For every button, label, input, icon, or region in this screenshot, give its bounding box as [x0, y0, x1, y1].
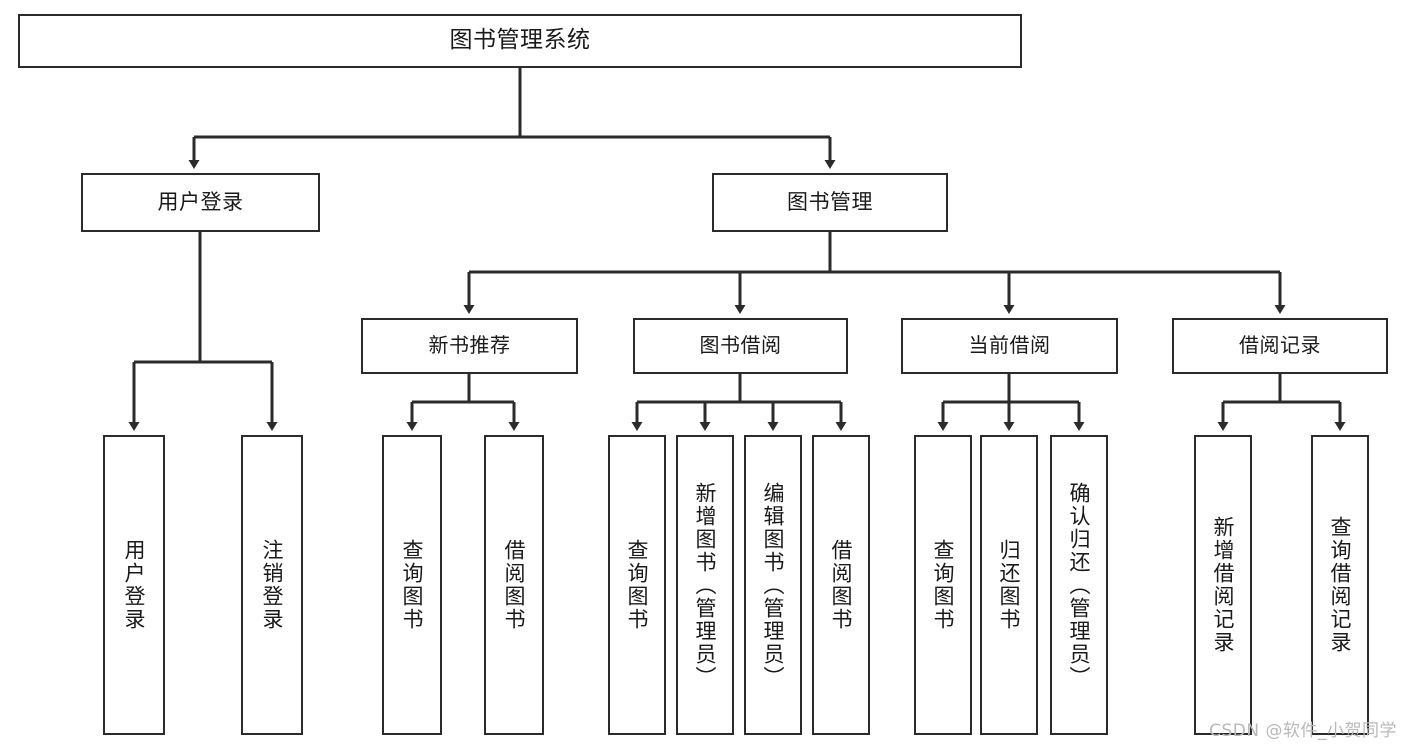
leaf-current-confirm-return-admin[interactable]: 确认归还（管理员） [1050, 435, 1108, 735]
node-label: 查询图书 [931, 539, 956, 631]
node-label: 查询图书 [625, 539, 650, 631]
node-user-login[interactable]: 用户登录 [81, 173, 320, 232]
leaf-borrow-borrow-book[interactable]: 借阅图书 [812, 435, 870, 735]
leaf-user-login-logout[interactable]: 注销登录 [241, 435, 303, 735]
leaf-record-add-record[interactable]: 新增借阅记录 [1194, 435, 1252, 735]
node-label: 新增借阅记录 [1211, 516, 1236, 654]
node-current-borrow[interactable]: 当前借阅 [901, 318, 1118, 374]
node-new-book-recommend[interactable]: 新书推荐 [361, 318, 578, 374]
leaf-record-query-record[interactable]: 查询借阅记录 [1311, 435, 1369, 735]
leaf-user-login-login[interactable]: 用户登录 [103, 435, 165, 735]
node-label: 用户登录 [122, 539, 147, 631]
node-label: 图书借阅 [699, 333, 782, 358]
node-label: 确认归还（管理员） [1067, 481, 1092, 689]
node-label: 借阅记录 [1239, 333, 1321, 358]
leaf-current-return-book[interactable]: 归还图书 [980, 435, 1038, 735]
node-book-borrow[interactable]: 图书借阅 [633, 318, 848, 374]
csdn-watermark: CSDN @软件_小贺同学 [1209, 721, 1397, 741]
node-root-system[interactable]: 图书管理系统 [18, 14, 1022, 68]
node-label: 借阅图书 [829, 539, 854, 631]
node-label: 当前借阅 [968, 333, 1051, 358]
node-label: 注销登录 [260, 539, 285, 631]
node-borrow-record[interactable]: 借阅记录 [1172, 318, 1388, 374]
leaf-borrow-add-book-admin[interactable]: 新增图书（管理员） [676, 435, 734, 735]
node-label: 新增图书（管理员） [693, 481, 718, 689]
leaf-new-book-query[interactable]: 查询图书 [382, 435, 442, 735]
node-label: 借阅图书 [502, 539, 527, 631]
node-label: 新书推荐 [428, 333, 511, 358]
node-label: 查询图书 [400, 539, 425, 631]
node-label: 用户登录 [157, 190, 244, 215]
node-label: 归还图书 [997, 539, 1022, 631]
leaf-current-query-book[interactable]: 查询图书 [914, 435, 972, 735]
node-label: 图书管理 [787, 190, 873, 215]
node-label: 图书管理系统 [449, 27, 591, 54]
leaf-borrow-edit-book-admin[interactable]: 编辑图书（管理员） [744, 435, 802, 735]
node-label: 编辑图书（管理员） [761, 481, 786, 689]
leaf-borrow-query-book[interactable]: 查询图书 [608, 435, 666, 735]
node-book-management[interactable]: 图书管理 [712, 173, 948, 232]
leaf-new-book-borrow[interactable]: 借阅图书 [484, 435, 544, 735]
node-label: 查询借阅记录 [1328, 516, 1353, 654]
